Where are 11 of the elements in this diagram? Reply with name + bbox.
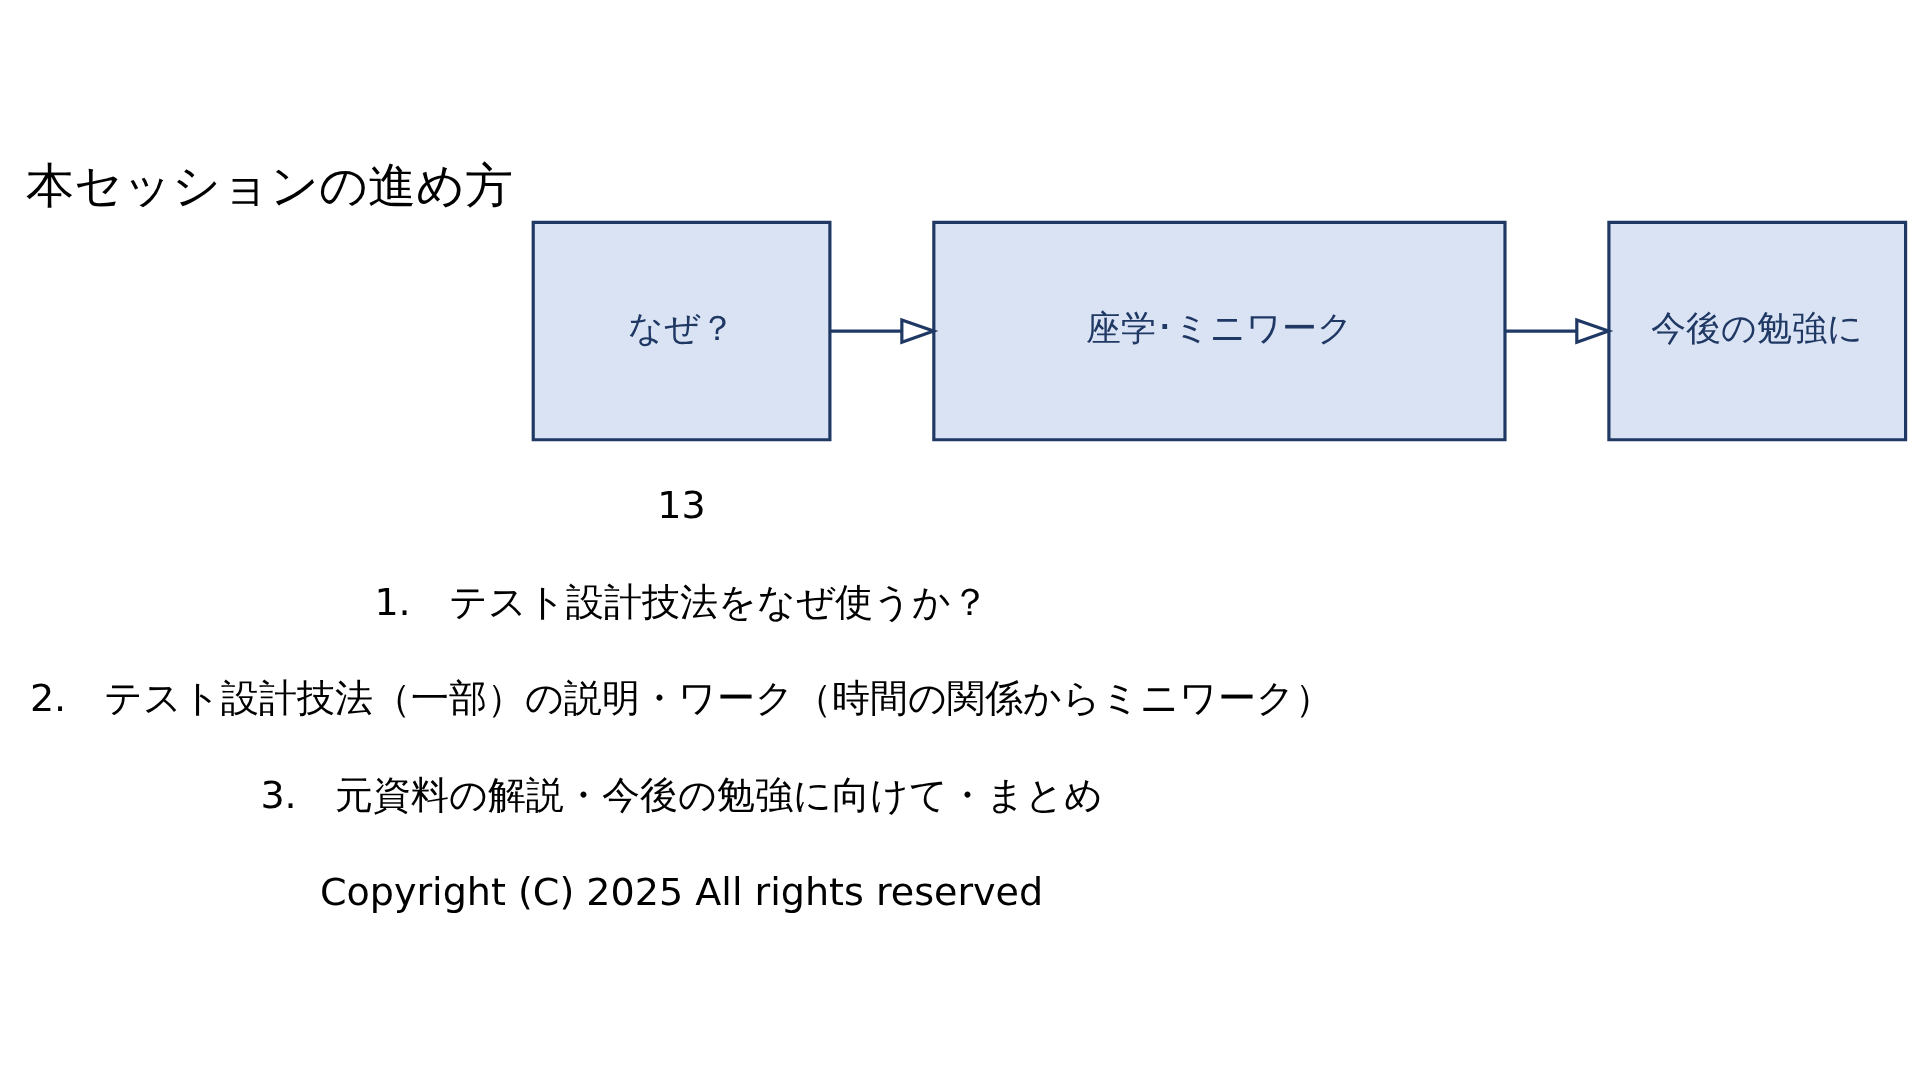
label: 2. テスト設計技法（一部）の説明・ワーク（時間の関係からミニワーク） <box>29 675 1334 720</box>
node-box: 座学･ミニワーク <box>932 220 1507 441</box>
label: 3. 元資料の解説・今後の勉強に向けて・まとめ <box>260 772 1103 817</box>
diagram-title: 本セッションの進め方 <box>26 157 514 213</box>
arrow <box>1505 317 1614 344</box>
label: 13 <box>657 482 706 527</box>
label: 1. テスト設計技法をなぜ使うか？ <box>374 579 989 624</box>
arrow <box>830 317 939 344</box>
node-box: なぜ？ <box>531 220 832 441</box>
label: Copyright (C) 2025 All rights reserved <box>319 869 1044 914</box>
node-box: 今後の勉強に <box>1607 220 1908 441</box>
